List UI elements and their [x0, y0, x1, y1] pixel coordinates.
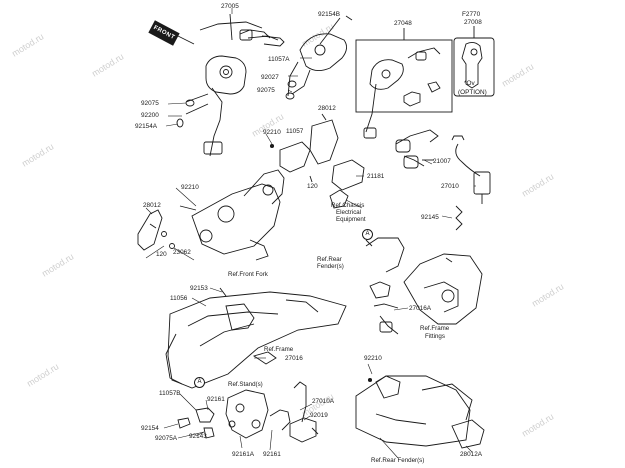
reference-label: Ref.Rear — [317, 256, 342, 263]
part-label: 92210 — [364, 355, 382, 362]
part-label: 27016A — [409, 305, 432, 312]
cover-28012-left — [137, 209, 175, 251]
bracket-11057A — [285, 15, 353, 100]
part-label: 27005 — [221, 3, 239, 10]
cover-28012 — [269, 113, 339, 183]
reference-label: Fender(s) — [317, 263, 344, 270]
lock-set-27048 — [355, 28, 453, 139]
option-note: *Ov — [464, 80, 475, 87]
part-label: 92161 — [263, 451, 281, 458]
part-label: 92143 — [189, 433, 207, 440]
part-label: F2770 — [462, 11, 481, 18]
reference-label: Ref.Chassis — [331, 202, 365, 209]
reference-label: Ref.Frame — [264, 346, 294, 353]
part-label: 92200 — [141, 112, 159, 119]
leader-lines — [145, 8, 476, 459]
part-label: 92154B — [318, 11, 341, 18]
part-label: 92154A — [135, 123, 158, 130]
option-note: (OPTION) — [458, 89, 487, 96]
part-label: 28012A — [460, 451, 483, 458]
part-label: 92145 — [421, 214, 439, 221]
reference-label: Ref.Frame — [420, 325, 450, 332]
reference-label: Ref.Front Fork — [228, 271, 268, 278]
relay-21181 — [329, 159, 365, 209]
ignition-switch-27005 — [176, 13, 285, 157]
rear-fender-bottom — [355, 375, 485, 449]
reference-label: Equipment — [336, 216, 366, 223]
part-label: 27010A — [312, 398, 335, 405]
option-key-27008 — [453, 26, 495, 97]
reference-label: Ref.Stand(s) — [228, 381, 263, 388]
front-arrow — [177, 35, 195, 45]
part-label: 92019 — [310, 412, 328, 419]
frame-assembly — [165, 287, 347, 389]
part-label: 120 — [156, 251, 167, 258]
part-label: 11057 — [286, 128, 304, 135]
part-label: 28012 — [143, 202, 161, 209]
part-label: 27048 — [394, 20, 412, 27]
part-label: 120 — [307, 183, 318, 190]
reference-label: Electrical — [336, 209, 362, 216]
part-label: 92154 — [141, 425, 159, 432]
part-label: 23062 — [173, 249, 191, 256]
part-label: 27010 — [441, 183, 459, 190]
part-label: 92210 — [181, 184, 199, 191]
part-label: 21007 — [433, 158, 451, 165]
keys-21007 — [395, 129, 439, 169]
part-label: 92075A — [155, 435, 178, 442]
part-label: 92027 — [261, 74, 279, 81]
part-label: 11057B — [159, 390, 181, 397]
part-label: 92161A — [232, 451, 255, 458]
sensor-27010 — [451, 135, 491, 231]
reference-label: Ref.Rear Fender(s) — [371, 457, 425, 464]
part-label: 92075 — [141, 100, 159, 107]
stand-switch — [177, 381, 319, 443]
part-label: 92075 — [257, 87, 275, 94]
part-label: 92210 — [263, 129, 281, 136]
reference-label: Fittings — [425, 333, 445, 340]
part-label: 11056 — [170, 295, 188, 302]
rear-fender-area — [365, 237, 483, 335]
part-label: 92153 — [190, 285, 208, 292]
steering-bracket — [179, 169, 285, 261]
part-label: 21181 — [367, 173, 385, 180]
part-label: 92161 — [207, 396, 225, 403]
circle-a-marker: A — [194, 377, 205, 388]
circle-a-marker: A — [362, 229, 373, 240]
part-label: 28012 — [318, 105, 336, 112]
part-label: 27016 — [285, 355, 303, 362]
part-label: 27008 — [464, 19, 482, 26]
part-label: 11057A — [268, 56, 290, 63]
